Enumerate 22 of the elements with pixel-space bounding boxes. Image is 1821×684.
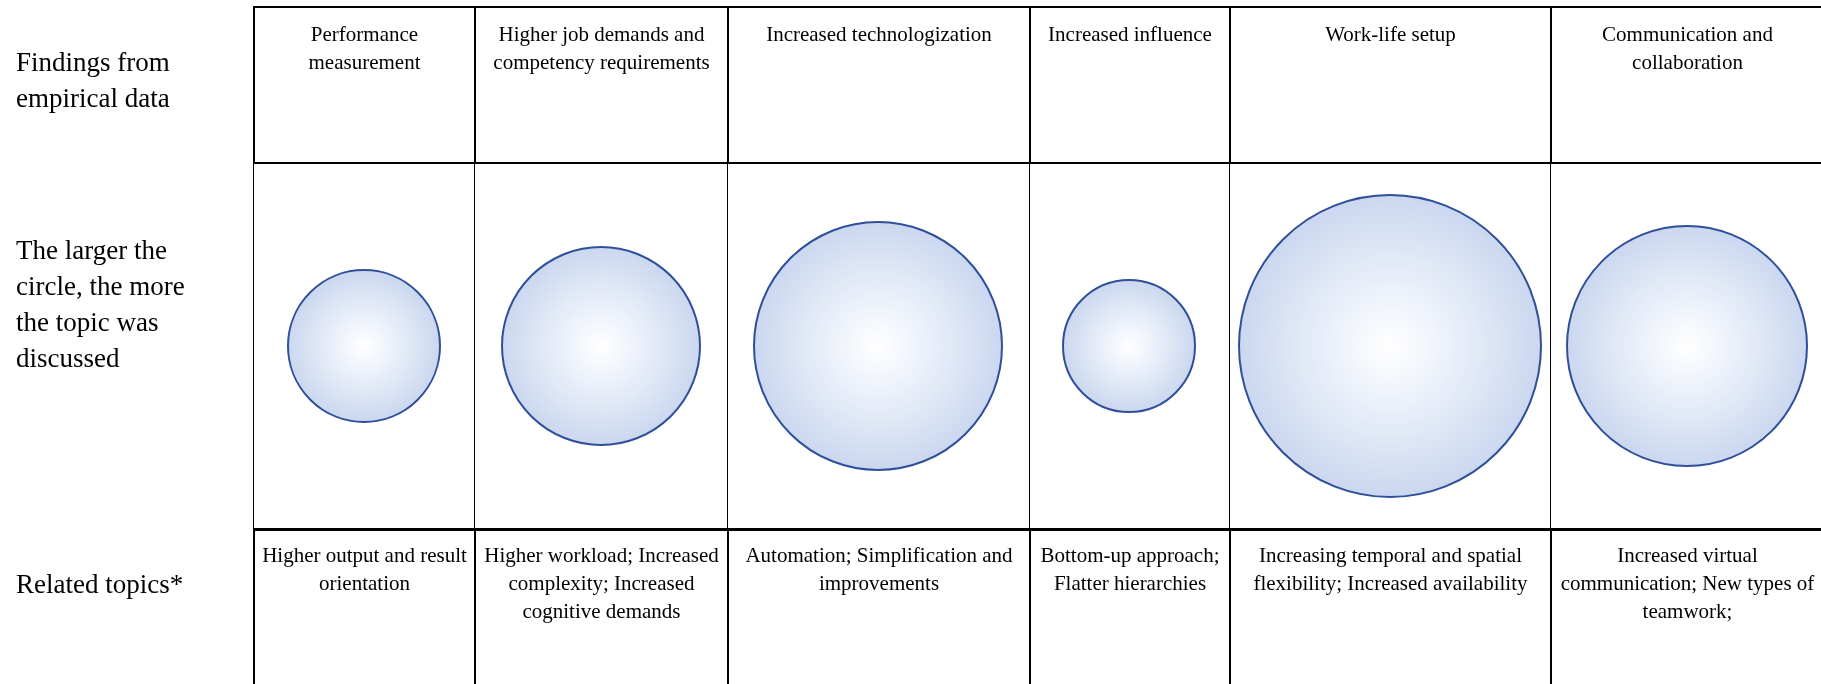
header-cell xyxy=(474,6,729,164)
row-label: Findings from empirical data xyxy=(16,46,171,115)
topic-cell xyxy=(253,529,476,684)
row-label: The larger the circle, the more the topic was discussed xyxy=(16,234,186,375)
topic-text: Higher workload; Increased complexity; Increased cognitive demands xyxy=(483,542,720,625)
header-cell xyxy=(1550,6,1821,164)
topic-text: Bottom-up approach; Flatter hierarchies xyxy=(1039,542,1221,597)
header-cell xyxy=(253,6,476,164)
topic-text: Automation; Simplification and improvements xyxy=(744,542,1014,597)
column-heading: Higher job demands and competency requirements xyxy=(492,21,711,76)
column-heading: Increased influence xyxy=(1048,21,1212,48)
topic-text: Higher output and result orientation xyxy=(261,542,468,597)
topic-text: Increasing temporal and spatial flexibility; Increased availability xyxy=(1252,542,1529,597)
topic-text: Increased virtual communication; New types of teamwork; xyxy=(1559,542,1816,625)
column-heading: Communication and collaboration xyxy=(1601,21,1774,76)
header-cell xyxy=(1029,6,1231,164)
header-cell xyxy=(727,6,1031,164)
row-label: Related topics* xyxy=(16,568,185,601)
header-cell xyxy=(1229,6,1552,164)
column-heading: Work-life setup xyxy=(1325,21,1456,48)
column-heading: Performance measurement xyxy=(307,21,422,76)
column-heading: Increased technologization xyxy=(766,21,992,48)
